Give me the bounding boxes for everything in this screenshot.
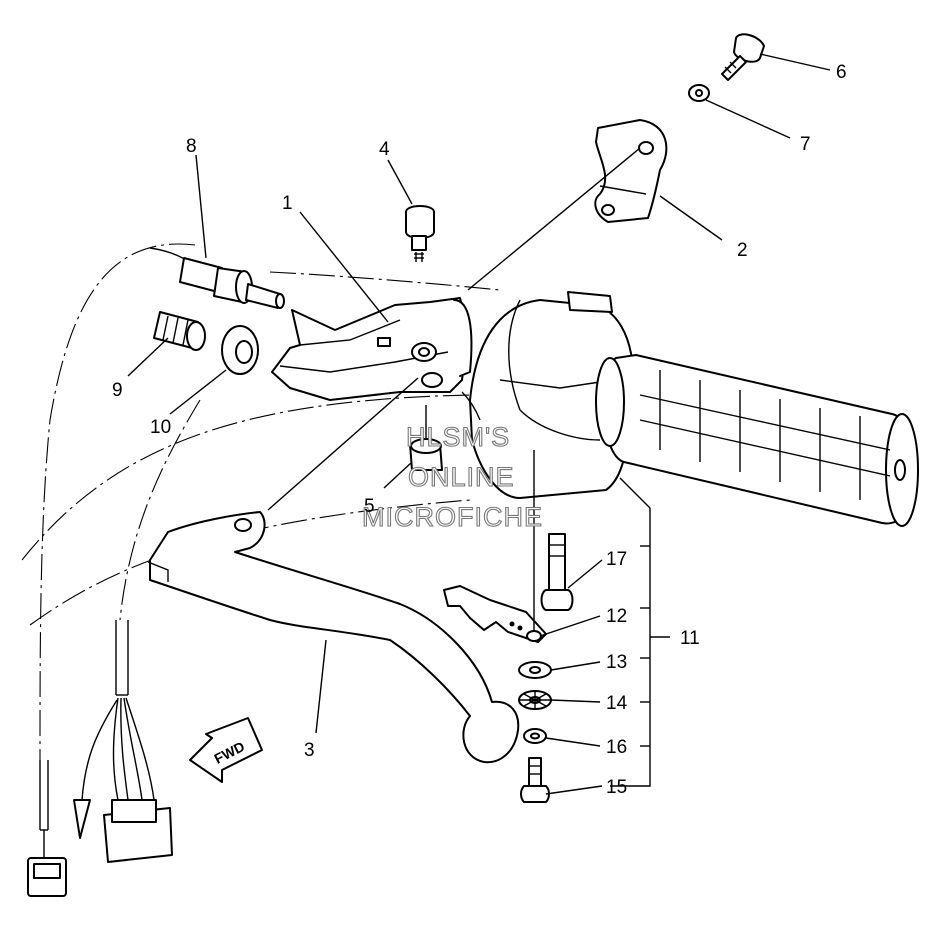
callout-2: 2 <box>737 240 748 261</box>
part-1-lever-holder <box>271 297 473 401</box>
callout-14: 14 <box>606 693 628 714</box>
callout-8: 8 <box>186 136 197 157</box>
callout-11: 11 <box>680 628 700 649</box>
part-15-screw <box>520 757 550 803</box>
callout-12: 12 <box>606 606 627 627</box>
group-11-bracket <box>610 477 670 787</box>
watermark-line-3: MICROFICHE <box>362 502 543 532</box>
callout-4: 4 <box>379 139 390 160</box>
part-5-nut <box>409 405 443 471</box>
connector-large-face <box>111 799 157 823</box>
part-2-clamp <box>594 119 668 223</box>
watermark-line-2: ONLINE <box>408 462 515 492</box>
callout-6: 6 <box>836 62 847 83</box>
callout-5: 5 <box>364 496 375 517</box>
callout-3: 3 <box>304 740 315 761</box>
part-16-spring-washer <box>523 728 547 744</box>
part-17-bolt <box>540 533 574 611</box>
handlebar-grip <box>595 354 919 527</box>
connector-small-face <box>33 863 61 879</box>
fwd-direction-marker: FWD <box>189 717 263 783</box>
leader-lines <box>127 53 831 795</box>
switch-housing <box>461 291 635 499</box>
callout-16: 16 <box>606 737 627 758</box>
callout-15: 15 <box>606 777 627 798</box>
part-4-pivot-bolt <box>405 205 437 362</box>
part-12-switch-plate <box>443 585 547 643</box>
phantom-lines <box>21 243 501 761</box>
callout-13: 13 <box>606 652 627 673</box>
part-3-clutch-lever <box>147 511 520 764</box>
watermark-line-1: HLSM'S <box>406 422 510 452</box>
callout-9: 9 <box>112 380 123 401</box>
part-6-screw <box>721 33 765 81</box>
part-13-washer <box>518 661 552 679</box>
callout-7: 7 <box>800 134 811 155</box>
part-8-cable-adjuster <box>149 247 285 309</box>
wire-tip-terminal <box>73 799 91 839</box>
watermark: HLSM'S ONLINE MICROFICHE <box>361 421 543 532</box>
callout-1: 1 <box>282 193 293 214</box>
callout-numbers: 1 2 3 4 5 6 7 8 9 10 11 12 13 14 15 16 1… <box>112 62 847 798</box>
wire-harness <box>27 620 173 897</box>
callout-10: 10 <box>150 417 171 438</box>
callout-17: 17 <box>606 549 627 570</box>
part-10-ring-nut <box>221 325 259 375</box>
part-14-lock-washer <box>518 690 552 710</box>
part-7-washer <box>688 84 710 102</box>
part-9-locknut <box>153 311 206 351</box>
